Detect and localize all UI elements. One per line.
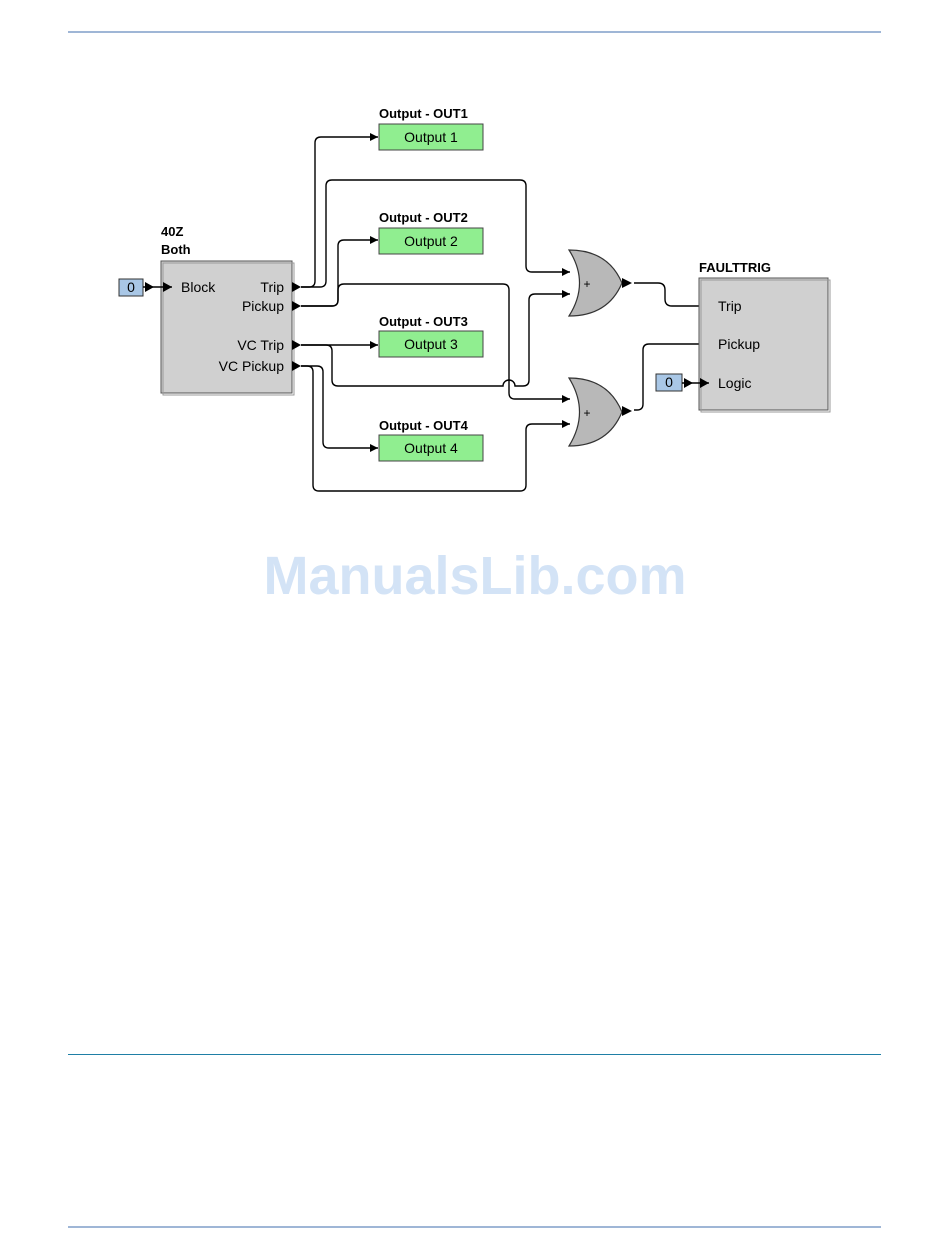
output-block-1[interactable]: Output - OUT1 Output 1 [379,106,483,150]
block-40z-input-block: Block [181,279,216,295]
block-40z-subtitle: Both [161,242,191,257]
output-block-3[interactable]: Output - OUT3 Output 3 [379,314,483,357]
output-3-header: Output - OUT3 [379,314,468,329]
faulttrig-input-logic: Logic [718,375,751,391]
output-4-header: Output - OUT4 [379,418,469,433]
output-block-4[interactable]: Output - OUT4 Output 4 [379,418,483,461]
wire-pickup-out2 [301,240,378,306]
block-40z-output-trip: Trip [260,279,284,295]
block-faulttrig[interactable]: FAULTTRIG Trip Pickup Logic [699,260,830,412]
port-pickup-arrow [292,301,301,311]
faulttrig-title: FAULTTRIG [699,260,771,275]
block-40z[interactable]: 40Z Both Block Trip Pickup VC Trip VC Pi… [161,224,301,395]
wire-or1-faulttrig-trip [634,283,708,306]
or-gate-1[interactable]: + [569,250,632,316]
or-gate-1-output-arrow [622,278,632,288]
output-4-label: Output 4 [404,440,458,456]
block-input-arrow-out [145,282,154,292]
block-40z-output-vc-pickup: VC Pickup [219,358,285,374]
port-vc-trip-arrow [292,340,301,350]
output-2-header: Output - OUT2 [379,210,468,225]
output-3-label: Output 3 [404,336,458,352]
wires [301,137,708,491]
or-gate-2-symbol: + [583,406,590,420]
output-block-2[interactable]: Output - OUT2 Output 2 [379,210,483,254]
block-40z-output-pickup: Pickup [242,298,284,314]
logic-input-arrow-out [684,378,693,388]
or-gate-2-body [569,378,622,446]
block-40z-output-vc-trip: VC Trip [237,337,284,353]
block-40z-title: 40Z [161,224,183,239]
port-vc-pickup-arrow [292,361,301,371]
watermark: ManualsLib.com [0,545,950,607]
output-1-header: Output - OUT1 [379,106,468,121]
block-input-value: 0 [127,279,135,295]
faulttrig-input-pickup: Pickup [718,336,760,352]
wire-trip-out1 [301,137,378,287]
faulttrig-input-trip: Trip [718,298,742,314]
logic-input-value: 0 [665,374,673,390]
or-gate-2-output-arrow [622,406,632,416]
port-trip-arrow [292,282,301,292]
or-gate-1-body [569,250,622,316]
output-1-label: Output 1 [404,129,458,145]
output-2-label: Output 2 [404,233,458,249]
or-gate-2[interactable]: + [569,378,632,446]
or-gate-1-symbol: + [583,277,590,291]
